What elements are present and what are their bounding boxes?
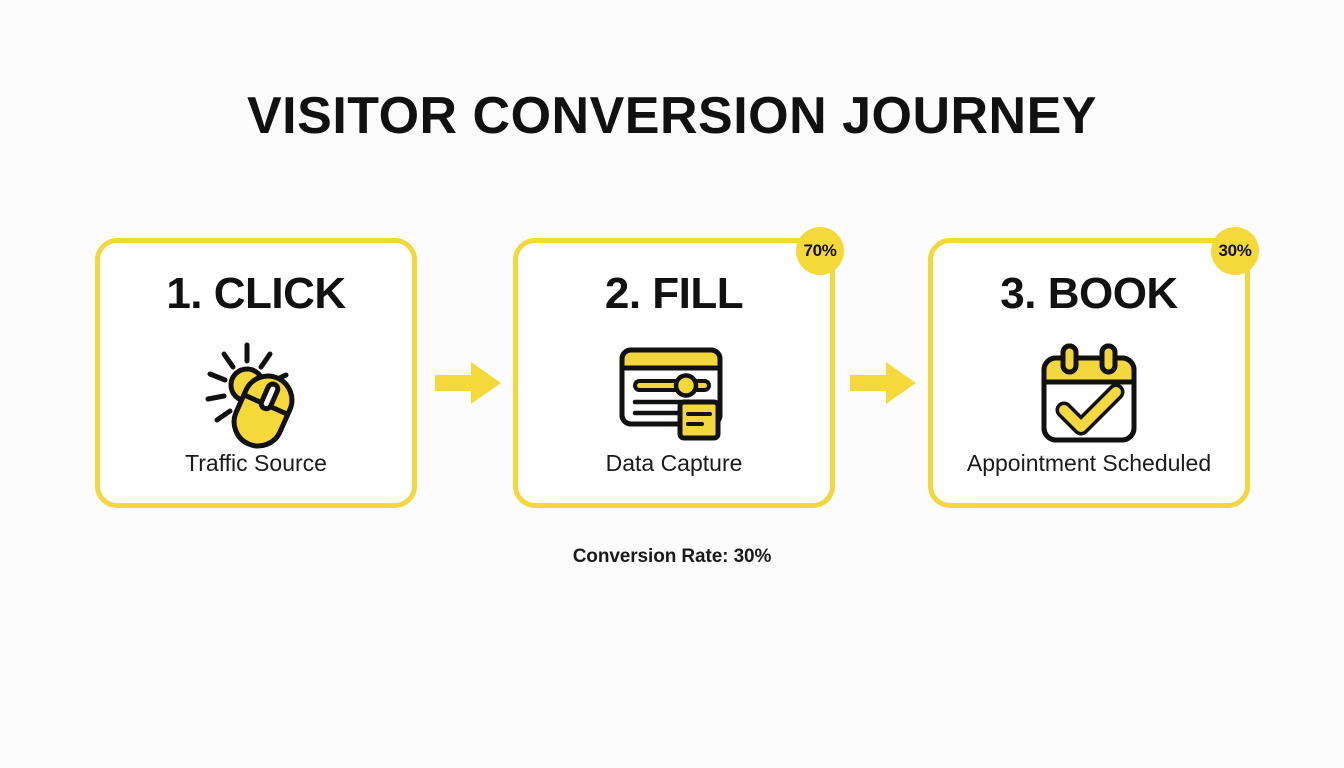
step-heading: 1. CLICK <box>166 269 346 318</box>
conversion-rate-footer: Conversion Rate: 30% <box>572 546 772 567</box>
step-card-click[interactable]: 1. CLICK <box>95 238 417 508</box>
page-title: VISITOR CONVERSION JOURNEY <box>247 87 1097 145</box>
step-card-fill[interactable]: 70% 2. FILL <box>513 227 844 508</box>
step-label: Appointment Scheduled <box>966 450 1212 476</box>
step-card-content: 70% 2. FILL <box>518 227 844 503</box>
status-badge-fill-rate: 70% <box>796 227 844 275</box>
calendar-check-icon <box>1029 339 1149 449</box>
status-badge-book-rate: 30% <box>1211 227 1259 275</box>
step-label: Traffic Source <box>185 450 327 476</box>
step-label: Data Capture <box>605 450 743 476</box>
step-heading: 2. FILL <box>604 269 744 318</box>
arrow-step2-to-step3 <box>850 358 916 408</box>
step-heading: 3. BOOK <box>1000 269 1178 318</box>
conversion-flow-row: 1. CLICK <box>95 227 1259 508</box>
step-card-content: 30% 3. BOOK <box>933 227 1259 503</box>
step-card-content: 1. CLICK <box>100 243 412 503</box>
step-card-book[interactable]: 30% 3. BOOK <box>928 227 1259 508</box>
arrow-step1-to-step2 <box>435 358 501 408</box>
form-entry-icon <box>614 339 734 449</box>
mouse-click-icon <box>196 339 316 449</box>
